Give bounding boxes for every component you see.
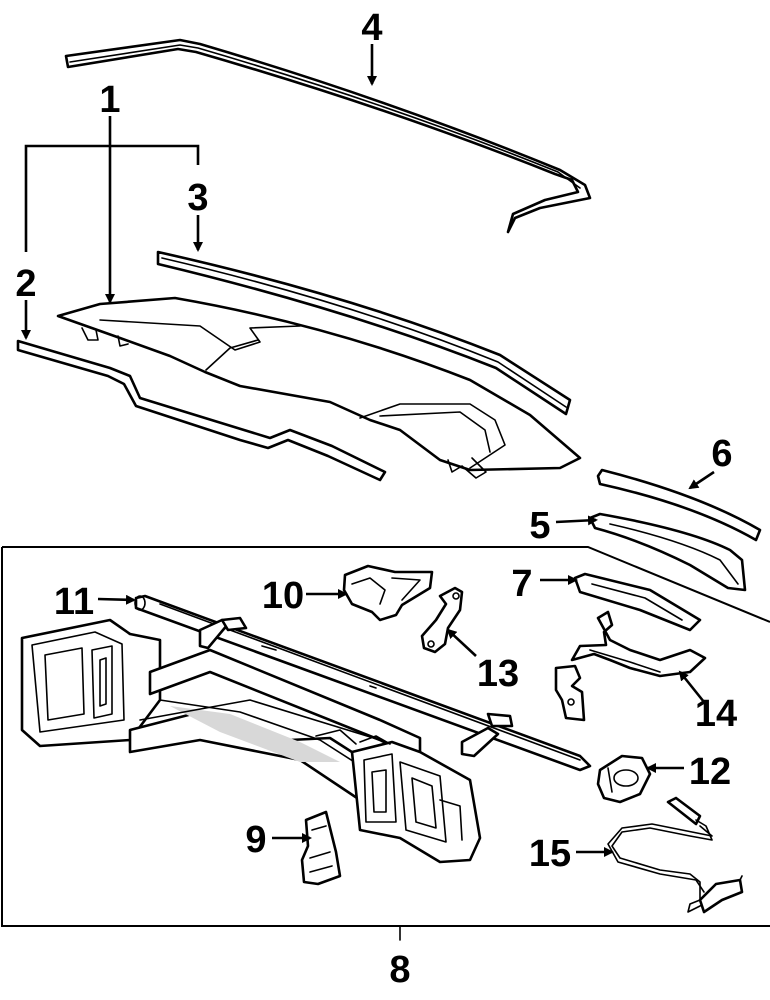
callout-4: 4: [361, 7, 382, 49]
callout-numbers: 4 1 3 2 6 5 7 11 10 13 14 12 9 15 8: [15, 7, 737, 991]
part-15-cable: [607, 796, 744, 914]
callout-11: 11: [54, 581, 94, 623]
callout-9: 9: [245, 819, 266, 861]
part-4-weatherstrip: [64, 38, 592, 234]
callout-14: 14: [695, 693, 737, 735]
callout-3: 3: [187, 177, 208, 219]
part-8-frame-assembly: [20, 618, 482, 864]
callout-2: 2: [15, 263, 36, 305]
part-8-group-box: [1, 546, 770, 941]
callout-1: 1: [99, 79, 120, 121]
callout-7: 7: [511, 563, 532, 605]
part-1-package-tray: [56, 296, 582, 479]
part-3-rail-strip: [156, 250, 572, 416]
callout-8: 8: [389, 949, 410, 991]
part-9-clip: [300, 810, 342, 886]
callout-13: 13: [477, 653, 519, 695]
leader-lines: [21, 44, 715, 857]
part-12-motor: [596, 754, 652, 804]
callout-5: 5: [529, 505, 550, 547]
part-10-mount: [342, 564, 434, 622]
part-6-trim-strip: [596, 468, 762, 542]
callout-15: 15: [529, 833, 571, 875]
part-small-bracket: [554, 664, 586, 722]
part-11-shaft: [134, 594, 592, 772]
part-7-bracket: [573, 572, 702, 632]
part-5-trim-panel: [588, 512, 747, 592]
callout-10: 10: [262, 575, 304, 617]
callout-12: 12: [689, 751, 731, 793]
part-13-link: [420, 586, 464, 654]
part-14-hinge-bracket: [570, 610, 707, 678]
part-2-edge-strip: [16, 339, 387, 482]
callout-6: 6: [711, 433, 732, 475]
